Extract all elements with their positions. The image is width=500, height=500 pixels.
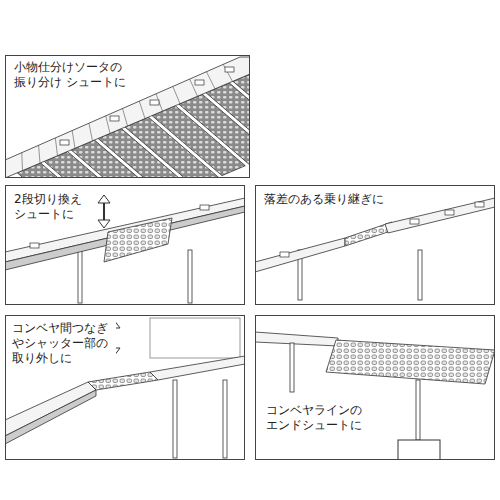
parcel <box>110 116 119 121</box>
leg <box>416 380 420 440</box>
chute <box>233 71 250 141</box>
sorter-belt <box>5 57 250 178</box>
usage-panel: コンベヤ間つなぎ やシャッター部の 取り外しに <box>5 315 245 460</box>
drawing-part <box>98 220 110 228</box>
panel-art <box>255 332 495 460</box>
parcel <box>410 219 419 224</box>
parcel <box>200 205 209 210</box>
leg <box>223 380 227 458</box>
drawing-part <box>98 195 110 203</box>
usage-panel: 落差のある乗り継ぎに <box>255 185 495 305</box>
stand-base <box>398 440 440 460</box>
panel-art <box>5 318 245 458</box>
upper-conveyor <box>385 198 495 233</box>
parcel <box>280 252 289 257</box>
panel-caption: コンベヤラインの エンドシュートに <box>264 402 372 434</box>
left-conveyor <box>5 382 96 436</box>
panel-caption: コンベヤ間つなぎ やシャッター部の 取り外しに <box>10 320 116 367</box>
roller <box>173 86 180 103</box>
panel-art <box>255 198 495 300</box>
parcel <box>445 210 454 215</box>
parcel <box>30 243 39 248</box>
roller <box>89 123 93 141</box>
conveyor-frame <box>5 390 96 444</box>
roller <box>106 116 110 134</box>
leg <box>188 250 192 303</box>
roller <box>123 109 128 127</box>
roller <box>206 72 215 89</box>
roller <box>39 145 40 163</box>
roller <box>72 131 75 149</box>
parcel <box>195 80 204 85</box>
parcel <box>475 202 484 207</box>
panel-caption: 2段切り換え シュートに <box>12 191 90 223</box>
leg <box>78 250 82 303</box>
switch-chute <box>104 218 172 262</box>
parcel <box>150 100 159 105</box>
drawing-part <box>103 201 105 222</box>
double-arrow <box>98 195 110 228</box>
panel-art <box>5 57 250 178</box>
chute <box>206 83 250 153</box>
end-chute <box>326 340 495 384</box>
bridge-plate <box>88 372 158 390</box>
leg <box>418 250 422 300</box>
roller <box>55 138 57 156</box>
conveyor <box>255 332 338 346</box>
roller <box>139 101 145 118</box>
lower-conveyor <box>255 238 345 272</box>
parcel <box>60 140 69 145</box>
shutter <box>150 318 240 358</box>
panel-caption: 小物仕分けソータの 振り分け シュートに <box>12 59 128 91</box>
panel-caption: 落差のある乗り継ぎに <box>262 191 398 208</box>
usage-panel: 小物仕分けソータの 振り分け シュートに <box>5 55 250 178</box>
right-conveyor <box>150 356 245 380</box>
roller <box>21 153 23 171</box>
leg <box>173 380 177 458</box>
usage-panel: コンベヤラインの エンドシュートに <box>255 315 495 460</box>
usage-panel: 2段切り換え シュートに <box>5 185 245 305</box>
parcel <box>225 67 234 72</box>
leg <box>290 343 294 392</box>
